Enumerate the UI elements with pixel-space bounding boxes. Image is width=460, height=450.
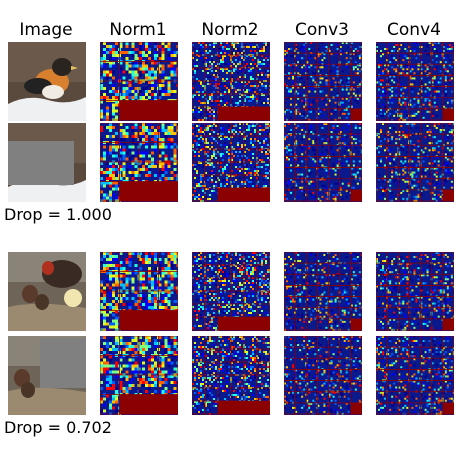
- input-image-bird-occluded: [8, 123, 86, 202]
- feature-map-norm1-g1r1: [100, 42, 178, 121]
- feature-map-norm2-g2r2: [192, 336, 270, 415]
- input-image-hen-occluded: [8, 336, 86, 415]
- drop-label-group2: Drop = 0.702: [4, 418, 112, 437]
- column-header-conv3: Conv3: [295, 20, 349, 40]
- feature-map-conv4-g2r2: [376, 336, 454, 415]
- column-header-conv4: Conv4: [387, 20, 441, 40]
- feature-map-conv3-g1r1: [284, 42, 362, 121]
- feature-map-conv3-g2r1: [284, 252, 362, 331]
- feature-map-conv4-g2r1: [376, 252, 454, 331]
- feature-map-norm1-g2r2: [100, 336, 178, 415]
- input-image-bird: [8, 42, 86, 121]
- feature-map-norm2-g2r1: [192, 252, 270, 331]
- feature-map-conv4-g1r1: [376, 42, 454, 121]
- feature-map-norm2-g1r2: [192, 123, 270, 202]
- column-header-norm1: Norm1: [109, 20, 167, 40]
- feature-map-norm2-g1r1: [192, 42, 270, 121]
- column-header-norm2: Norm2: [201, 20, 259, 40]
- drop-label-group1: Drop = 1.000: [4, 205, 112, 224]
- input-image-hen: [8, 252, 86, 331]
- feature-map-norm1-g2r1: [100, 252, 178, 331]
- feature-map-conv3-g1r2: [284, 123, 362, 202]
- feature-map-conv3-g2r2: [284, 336, 362, 415]
- column-header-image: Image: [19, 20, 73, 40]
- feature-map-conv4-g1r2: [376, 123, 454, 202]
- feature-map-norm1-g1r2: [100, 123, 178, 202]
